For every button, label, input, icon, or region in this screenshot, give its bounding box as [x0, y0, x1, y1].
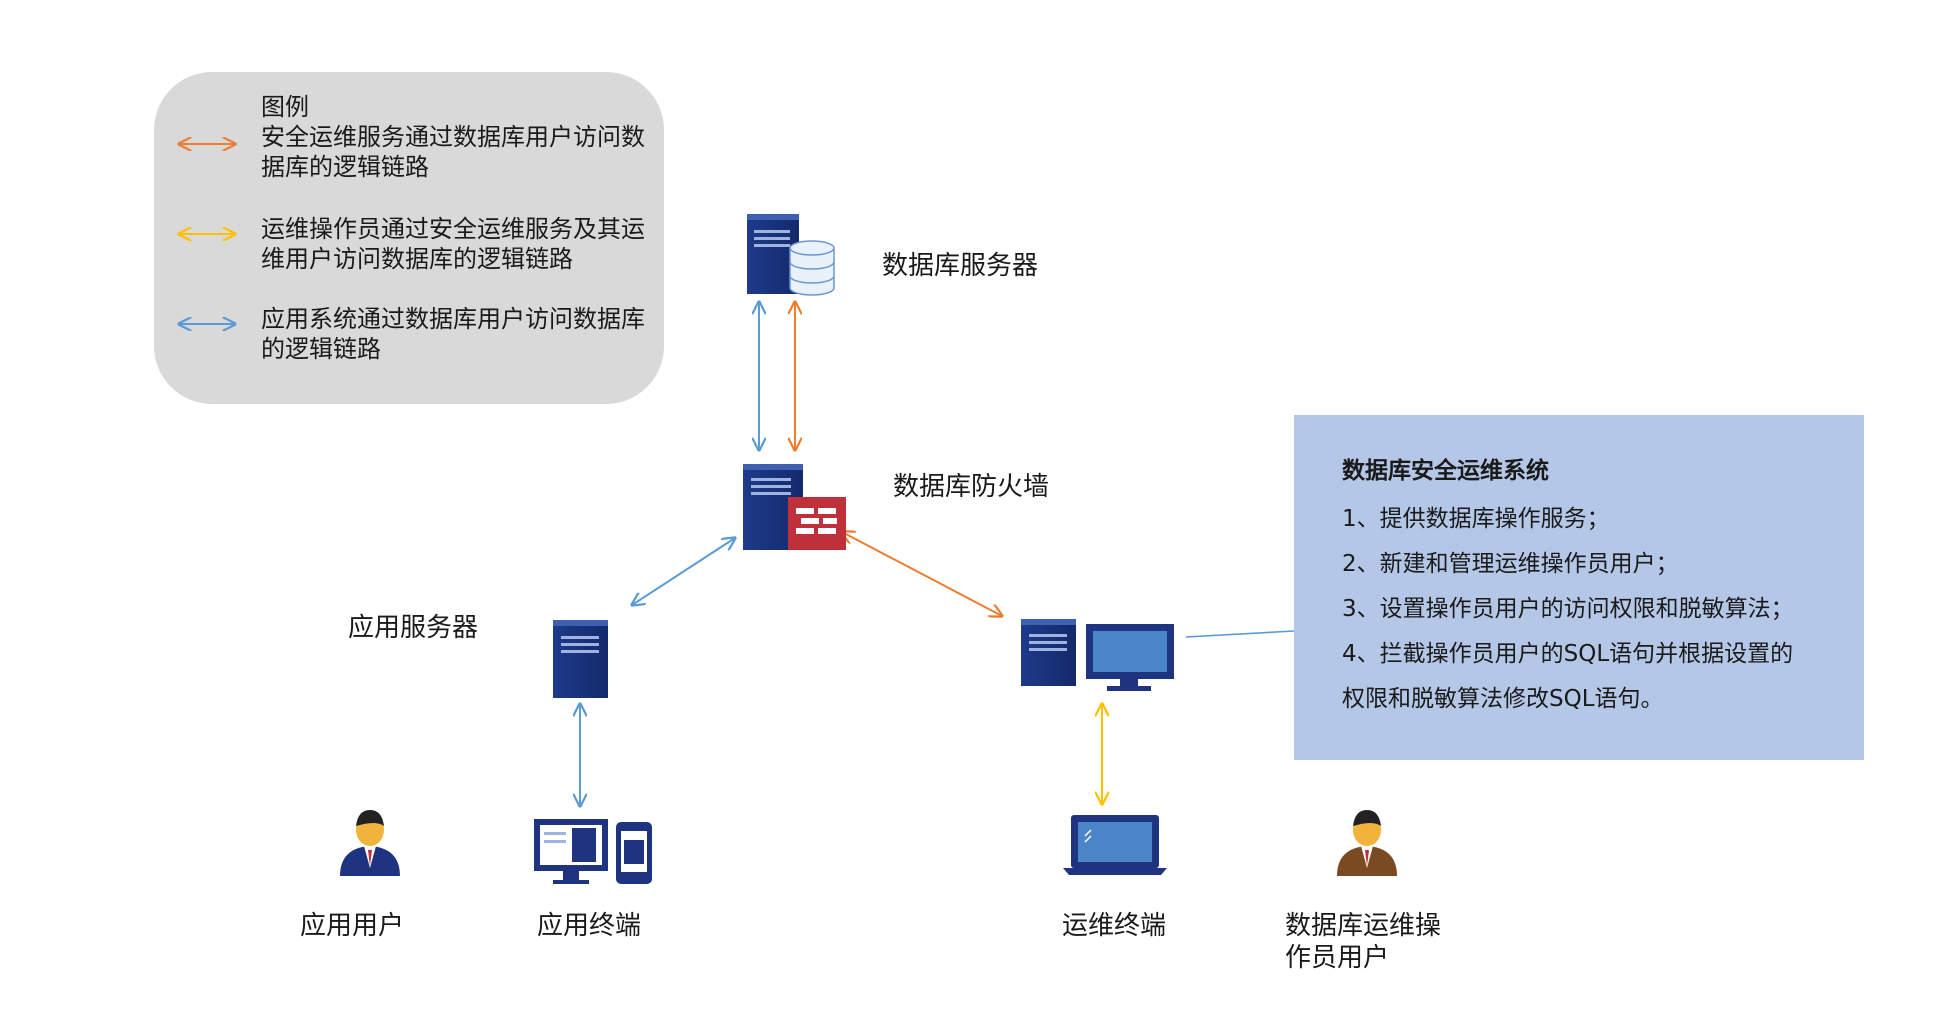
phone-icon: [616, 822, 652, 884]
info-item: 3、设置操作员用户的访问权限和脱敏算法；: [1342, 596, 1794, 622]
app-server-label: 应用服务器: [348, 613, 479, 643]
info-item: 1、提供数据库操作服务；: [1342, 506, 1610, 532]
legend-title: 图例: [261, 93, 309, 121]
double-arrow-icon: [176, 316, 238, 332]
db-ops-user-label: 数据库运维操作员用户: [1285, 911, 1442, 973]
link-firewall-ops: [842, 532, 1002, 616]
database-server-icon: [747, 214, 835, 296]
info-item: 权限和脱敏算法修改SQL语句。: [1342, 686, 1664, 712]
db-ops-user-icon: [1337, 810, 1397, 876]
link-ops-infobox: [1185, 630, 1295, 638]
legend-item-text: 应用系统通过数据库用户访问数据库的逻辑链路: [261, 305, 645, 363]
legend: 图例 安全运维服务通过数据库用户访问数据库的逻辑链路 运维操作员通过安全运维服务…: [154, 72, 664, 404]
info-box-title: 数据库安全运维系统: [1342, 458, 1549, 484]
info-item: 4、拦截操作员用户的SQL语句并根据设置的: [1342, 641, 1794, 667]
db-server-label: 数据库服务器: [882, 251, 1039, 281]
firewall-icon: [743, 464, 846, 550]
app-server-icon: [553, 620, 608, 698]
ops-terminal-label: 运维终端: [1062, 911, 1167, 941]
legend-item-text: 安全运维服务通过数据库用户访问数据库的逻辑链路: [261, 123, 645, 181]
link-firewall-appserver: [632, 538, 735, 605]
ops-workstation-icon: [1021, 619, 1174, 691]
db-firewall-label: 数据库防火墙: [893, 472, 1050, 502]
double-arrow-icon: [176, 226, 238, 242]
app-user-label: 应用用户: [300, 911, 405, 941]
double-arrow-icon: [176, 136, 238, 152]
info-box: 数据库安全运维系统 1、提供数据库操作服务； 2、新建和管理运维操作员用户； 3…: [1294, 415, 1864, 760]
legend-item-text: 运维操作员通过安全运维服务及其运维用户访问数据库的逻辑链路: [261, 215, 645, 273]
laptop-icon: [1063, 815, 1167, 875]
app-terminal-icon: [534, 819, 652, 884]
app-user-icon: [340, 810, 400, 876]
info-item: 2、新建和管理运维操作员用户；: [1342, 551, 1679, 577]
info-box-list: 1、提供数据库操作服务； 2、新建和管理运维操作员用户； 3、设置操作员用户的访…: [1342, 497, 1862, 722]
app-terminal-label: 应用终端: [537, 911, 642, 941]
